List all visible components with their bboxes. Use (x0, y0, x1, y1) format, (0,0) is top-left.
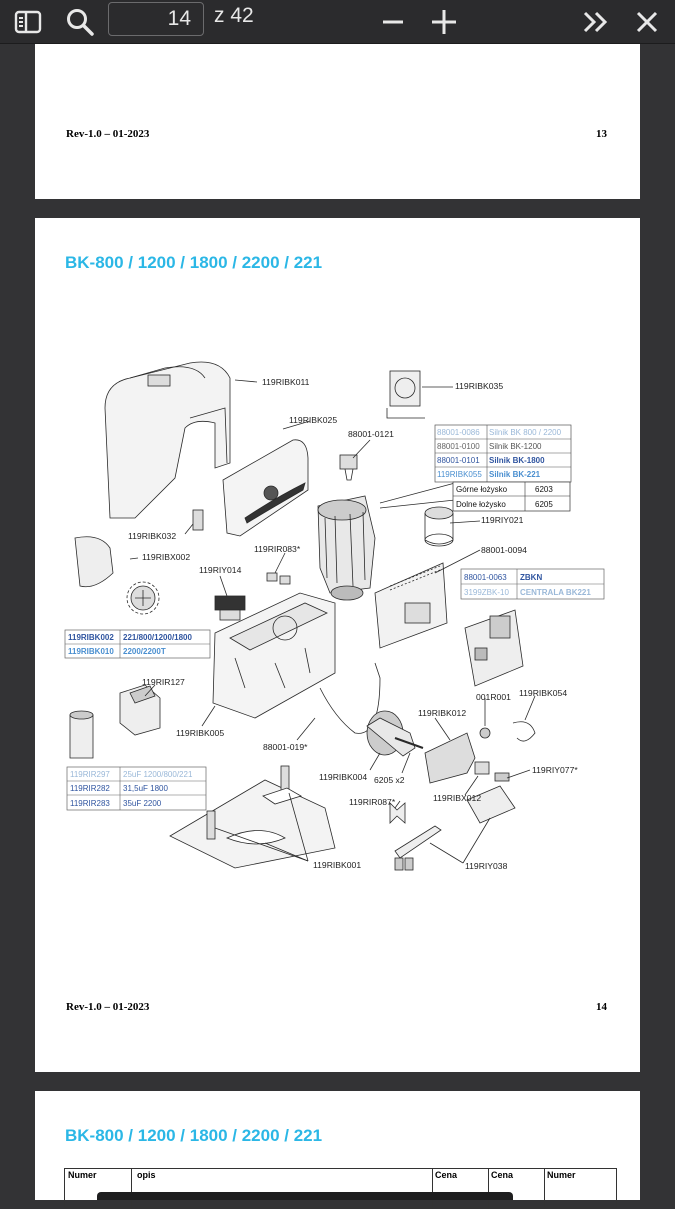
callout-119RIY038: 119RIY038 (465, 861, 508, 871)
zoom-in-icon[interactable] (428, 0, 460, 44)
bearing-value: 6205 (535, 500, 553, 509)
callout-119RIBK035: 119RIBK035 (455, 381, 503, 391)
callout-119RIBK032: 119RIBK032 (128, 531, 176, 541)
callout-119RIY077: 119RIY077* (532, 765, 578, 775)
motor-code: 88001-0101 (437, 456, 480, 465)
motor-desc: Silnik BK-1200 (489, 442, 542, 451)
table-header-price: Cena (491, 1170, 514, 1180)
central-code: 3199ZBK-10 (464, 588, 509, 597)
callout-88001-0094: 88001-0094 (481, 545, 527, 555)
gear-code: 119RIBK010 (68, 647, 114, 656)
callout-119RIBK001: 119RIBK001 (313, 860, 361, 870)
central-code: 88001-0063 (464, 573, 507, 582)
gear-desc: 221/800/1200/1800 (123, 633, 193, 642)
callout-119RIBK054: 119RIBK054 (519, 688, 567, 698)
cap-desc: 35uF 2200 (123, 799, 162, 808)
pdf-page-14: BK-800 / 1200 / 1800 / 2200 / 221 (35, 218, 640, 1072)
callout-88001-019: 88001-019* (263, 742, 308, 752)
callout-119RIBK005: 119RIBK005 (176, 728, 224, 738)
page-title: BK-800 / 1200 / 1800 / 2200 / 221 (65, 253, 323, 272)
callout-119RIR127: 119RIR127 (142, 677, 185, 687)
pdf-page-13: Rev-1.0 – 01-2023 13 (35, 44, 640, 199)
home-indicator-bar (97, 1192, 513, 1200)
page-footer-number: 14 (596, 1001, 607, 1013)
capacitor-table: 119RIR297 25uF 1200/800/221 119RIR282 31… (66, 766, 207, 811)
table-header-description: opis (137, 1170, 156, 1180)
callout-119RIBK004: 119RIBK004 (319, 772, 367, 782)
parts-table: Numer opis Cena Cena Numer (64, 1168, 617, 1209)
callout-119RIY014: 119RIY014 (199, 565, 242, 575)
next-pages-icon[interactable] (580, 0, 612, 44)
callout-119RIBX002: 119RIBX002 (142, 552, 190, 562)
page-number-input[interactable]: 14 (108, 2, 204, 36)
page-footer-revision: Rev-1.0 – 01-2023 (66, 128, 150, 140)
sidebar-toggle-icon[interactable] (10, 0, 46, 44)
zoom-out-icon[interactable] (378, 0, 408, 44)
bearing-value: 6203 (535, 485, 553, 494)
page-footer-revision: Rev-1.0 – 01-2023 (66, 1001, 150, 1013)
callout-119RIBK012: 119RIBK012 (418, 708, 466, 718)
table-header-price: Cena (435, 1170, 458, 1180)
page-title: BK-800 / 1200 / 1800 / 2200 / 221 (65, 1126, 323, 1145)
callout-119RIR087: 119RIR087* (349, 797, 396, 807)
central-desc: CENTRALA BK221 (520, 588, 591, 597)
callout-6205x2: 6205 x2 (374, 775, 405, 785)
pdf-page-15: BK-800 / 1200 / 1800 / 2200 / 221 Numer … (35, 1091, 640, 1209)
callout-001R001: 001R001 (476, 692, 511, 702)
callout-119RIY021: 119RIY021 (481, 515, 524, 525)
gear-code: 119RIBK002 (68, 633, 114, 642)
gear-table: 119RIBK002 221/800/1200/1800 119RIBK010 … (64, 629, 211, 659)
central-unit-table: 88001-0063 ZBKN 3199ZBK-10 CENTRALA BK22… (460, 568, 605, 600)
page-footer-number: 13 (596, 128, 607, 140)
motor-desc: Silnik BK 800 / 2200 (489, 428, 562, 437)
motor-desc: Silnik BK-1800 (489, 456, 545, 465)
close-icon[interactable] (632, 0, 662, 44)
cap-desc: 31,5uF 1800 (123, 784, 168, 793)
motor-code: 88001-0100 (437, 442, 480, 451)
motor-desc: Silnik BK-221 (489, 470, 541, 479)
cap-code: 119RIR297 (70, 770, 110, 779)
callout-119RIBK011: 119RIBK011 (262, 377, 310, 387)
exploded-parts-diagram: 119RIBK011 119RIBK025 88001-0121 119RIBK… (64, 361, 605, 871)
page-total-label: z 42 (214, 4, 254, 27)
callout-119RIBX012: 119RIBX012 (433, 793, 481, 803)
gear-desc: 2200/2200T (123, 647, 166, 656)
search-icon[interactable] (62, 0, 98, 44)
cap-code: 119RIR283 (70, 799, 110, 808)
callout-88001-0121: 88001-0121 (348, 429, 394, 439)
cap-code: 119RIR282 (70, 784, 110, 793)
table-header-number: Numer (547, 1170, 576, 1180)
motor-code: 88001-0086 (437, 428, 480, 437)
cap-desc: 25uF 1200/800/221 (123, 770, 193, 779)
table-header-number: Numer (68, 1170, 97, 1180)
bearing-table: Górne łożysko 6203 Dolne łożysko 6205 (452, 481, 571, 512)
callout-119RIBK025: 119RIBK025 (289, 415, 337, 425)
bearing-name: Dolne łożysko (456, 500, 506, 509)
callout-119RIR083: 119RIR083* (254, 544, 301, 554)
central-desc: ZBKN (520, 573, 542, 582)
motor-table: 88001-0086 Silnik BK 800 / 2200 88001-01… (434, 424, 572, 483)
motor-code: 119RIBK055 (437, 470, 482, 479)
pdf-toolbar: 14 z 42 (0, 0, 675, 44)
bearing-name: Górne łożysko (456, 485, 508, 494)
